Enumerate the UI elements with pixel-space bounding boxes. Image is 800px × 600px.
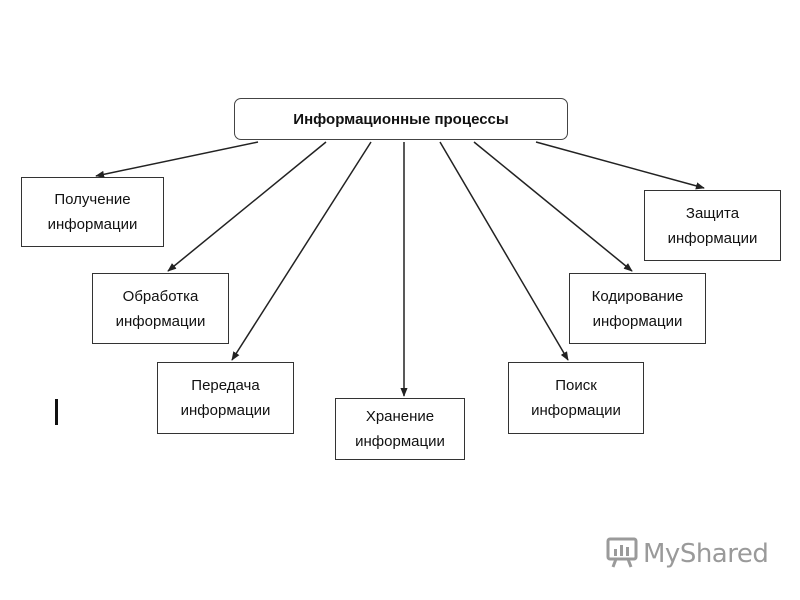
presentation-board-icon <box>605 535 639 574</box>
node-receive-information: Получение информации <box>21 177 164 247</box>
node-process-information: Обработка информации <box>92 273 229 344</box>
node-label-line-2: информации <box>667 229 758 247</box>
node-label-line-2: информации <box>47 216 138 233</box>
node-label-line-2: информации <box>115 312 206 330</box>
node-label-line-1: Получение <box>54 191 131 208</box>
node-label-line-2: информации <box>355 433 445 450</box>
node-transfer-information: Передача информации <box>157 362 294 434</box>
arrow-to-encode <box>473 141 633 272</box>
node-label-line-1: Хранение <box>365 408 435 425</box>
arrow-to-process <box>167 141 327 272</box>
arrow-to-search <box>439 141 569 361</box>
node-label-line-1: Обработка <box>122 287 199 305</box>
arrow-to-transfer <box>231 141 372 361</box>
root-node-label: Информационные процессы <box>293 110 509 128</box>
node-label-line-2: информации <box>531 402 621 419</box>
watermark-text: MyShared <box>643 539 769 569</box>
node-protect-information: Защита информации <box>644 190 781 261</box>
text-cursor-mark <box>55 399 58 425</box>
node-search-information: Поиск информации <box>508 362 644 434</box>
myshared-watermark[interactable]: MyShared <box>605 535 769 574</box>
node-label-line-1: Передача <box>191 377 260 394</box>
node-label-line-2: информации <box>180 402 271 419</box>
root-node-information-processes: Информационные процессы <box>234 98 568 140</box>
node-store-information: Хранение информации <box>335 398 465 460</box>
node-label-line-1: Кодирование <box>591 287 684 305</box>
node-label-line-1: Защита <box>685 204 740 222</box>
arrow-to-receive <box>95 141 259 178</box>
node-encode-information: Кодирование информации <box>569 273 706 344</box>
node-label-line-2: информации <box>592 312 683 330</box>
arrow-to-protect <box>535 141 705 190</box>
node-label-line-1: Поиск <box>555 377 597 394</box>
